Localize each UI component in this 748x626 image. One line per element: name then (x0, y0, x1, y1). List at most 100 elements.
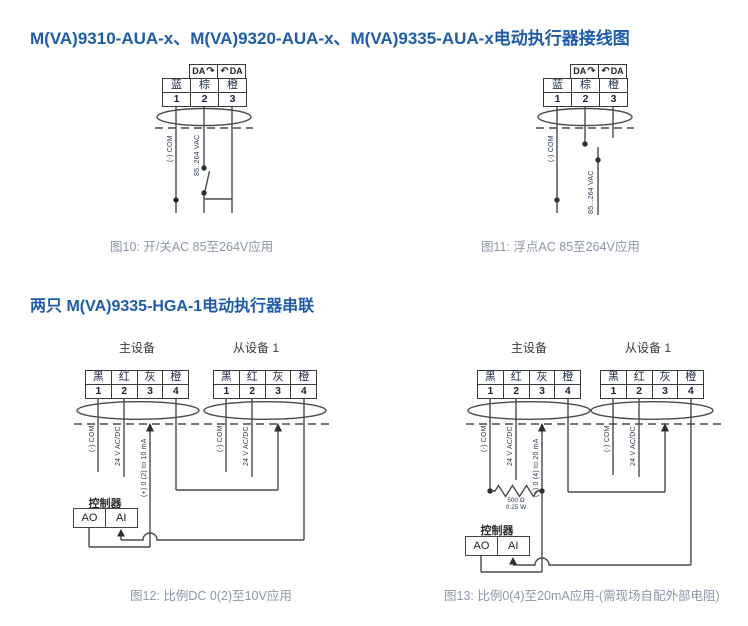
fig11-com-label: (-) COM (548, 135, 555, 162)
fig12-ai-arrow (117, 529, 125, 537)
terminal-color-cell: 蓝 (543, 78, 572, 93)
terminal-number-cell: 2 (238, 384, 266, 399)
terminal-color-cell: 黑 (477, 370, 504, 385)
fig12-slave-power-label: 24 V AC/DC (243, 426, 250, 466)
terminal-number-cell: 3 (599, 92, 628, 107)
fig13-master-signal-arrow (538, 423, 546, 432)
fig13-master-power-label: 24 V AC/DC (507, 426, 514, 466)
fig10-terminal-block: 蓝 棕 橙 1 2 3 (162, 78, 247, 107)
fig12-master-signal-label: (+) 0 (2) to 10 mA (141, 438, 148, 497)
terminal-number-cell: 1 (600, 384, 627, 399)
fig12-slave-terminal-block: 黑 红 灰 橙 1 2 3 4 (213, 370, 318, 399)
terminal-color-cell: 黑 (213, 370, 240, 385)
terminal-color-cell: 橙 (290, 370, 318, 385)
terminal-number-cell: 2 (502, 384, 530, 399)
fig13-slave-title: 从设备 1 (624, 341, 671, 355)
fig12-master-title: 主设备 (118, 341, 155, 355)
terminal-number-cell: 1 (213, 384, 240, 399)
terminal-number-cell: 2 (625, 384, 653, 399)
fig13-ai-arrow (509, 557, 517, 565)
terminal-color-cell: 橙 (554, 370, 582, 385)
terminal-number-cell: 1 (162, 92, 191, 107)
fig13-slave-signal-arrow (661, 423, 669, 432)
fig12-ao-terminal: AO (73, 508, 106, 528)
terminal-color-cell: 灰 (528, 370, 556, 385)
fig11-com-dot (554, 197, 560, 203)
rotate-cw-icon: ↷ (206, 65, 215, 77)
terminal-color-cell: 灰 (136, 370, 164, 385)
fig13-resistor-left-dot (487, 488, 493, 494)
terminal-color-cell: 红 (110, 370, 138, 385)
fig10-com-label: (-) COM (167, 135, 174, 162)
terminal-number-cell: 3 (136, 384, 164, 399)
fig12-slave-title: 从设备 1 (232, 341, 279, 355)
fig10-switch-contact-dot (201, 165, 207, 171)
terminal-number-cell: 3 (528, 384, 556, 399)
fig11-terminal-block: 蓝 棕 橙 1 2 3 (543, 78, 628, 107)
fig13-master-signal-label: (+) 0 (4) to 20 mA (533, 438, 540, 497)
terminal-number-cell: 2 (190, 92, 219, 107)
terminal-number-cell: 1 (477, 384, 504, 399)
fig13-controller-box: AO AI (465, 536, 530, 556)
terminal-color-cell: 黑 (600, 370, 627, 385)
terminal-number-cell: 4 (677, 384, 705, 399)
fig12-caption: 图12: 比例DC 0(2)至10V应用 (130, 589, 292, 603)
fig10-vac-label: 85..264 VAC (194, 134, 201, 176)
fig12-master-terminal-block: 黑 红 灰 橙 1 2 3 4 (85, 370, 190, 399)
terminal-color-cell: 橙 (677, 370, 705, 385)
rotate-ccw-icon: ↶ (601, 65, 610, 77)
fig13-slave-com-label: (-) COM (604, 425, 611, 452)
terminal-number-cell: 1 (543, 92, 572, 107)
fig13-ai-terminal: AI (496, 536, 530, 556)
terminal-number-cell: 4 (290, 384, 318, 399)
fig12-slave-signal-arrow (274, 423, 282, 432)
fig10-caption: 图10: 开/关AC 85至264V应用 (110, 240, 274, 254)
fig13-wires (466, 398, 723, 573)
terminal-color-cell: 灰 (264, 370, 292, 385)
fig10-wires (155, 106, 253, 213)
fig10-com-dot (173, 197, 179, 203)
fig12-master-signal-arrow (146, 423, 154, 432)
terminal-color-cell: 棕 (190, 78, 219, 93)
terminal-color-cell: 橙 (599, 78, 628, 93)
fig10-da-right-label: DA (229, 66, 243, 76)
rotate-cw-icon: ↷ (587, 65, 596, 77)
resistor-symbol (490, 484, 542, 498)
fig12-controller-title: 控制器 (88, 498, 122, 510)
fig13-slave-power-label: 24 V AC/DC (630, 426, 637, 466)
fig12-wires (74, 398, 331, 548)
fig13-master-com-label: (-) COM (481, 425, 488, 452)
terminal-color-cell: 橙 (162, 370, 190, 385)
terminal-color-cell: 红 (502, 370, 530, 385)
terminal-color-cell: 棕 (571, 78, 600, 93)
terminal-color-cell: 灰 (651, 370, 679, 385)
terminal-number-cell: 2 (110, 384, 138, 399)
fig12-slave-com-label: (-) COM (217, 425, 224, 452)
fig12-controller-box: AO AI (73, 508, 138, 528)
fig11-da-right-label: DA (610, 66, 624, 76)
fig12-master-power-label: 24 V AC/DC (115, 426, 122, 466)
terminal-number-cell: 3 (218, 92, 247, 107)
fig13-caption: 图13: 比例0(4)至20mA应用-(需现场自配外部电阻) (444, 589, 720, 603)
fig11-float-dot (595, 157, 601, 163)
resistor-power-label: 0.25 W (505, 504, 527, 511)
fig11-vac-label: 85...264 VAC (588, 170, 595, 214)
fig13-resistor-right-dot (539, 488, 545, 494)
terminal-number-cell: 3 (651, 384, 679, 399)
terminal-number-cell: 4 (162, 384, 190, 399)
fig10-da-row: DA↷ ↶DA (189, 64, 246, 79)
fig13-master-title: 主设备 (510, 341, 547, 355)
terminal-number-cell: 1 (85, 384, 112, 399)
fig13-master-terminal-block: 黑 红 灰 橙 1 2 3 4 (477, 370, 582, 399)
terminal-color-cell: 黑 (85, 370, 112, 385)
terminal-number-cell: 3 (264, 384, 292, 399)
fig13-ao-terminal: AO (465, 536, 498, 556)
fig11-da-row: DA↷ ↶DA (570, 64, 627, 79)
fig13-slave-terminal-block: 黑 红 灰 橙 1 2 3 4 (600, 370, 705, 399)
fig10-switch-hinge-dot (201, 190, 207, 196)
terminal-number-cell: 4 (554, 384, 582, 399)
fig12-ai-terminal: AI (104, 508, 138, 528)
rotate-ccw-icon: ↶ (220, 65, 229, 77)
